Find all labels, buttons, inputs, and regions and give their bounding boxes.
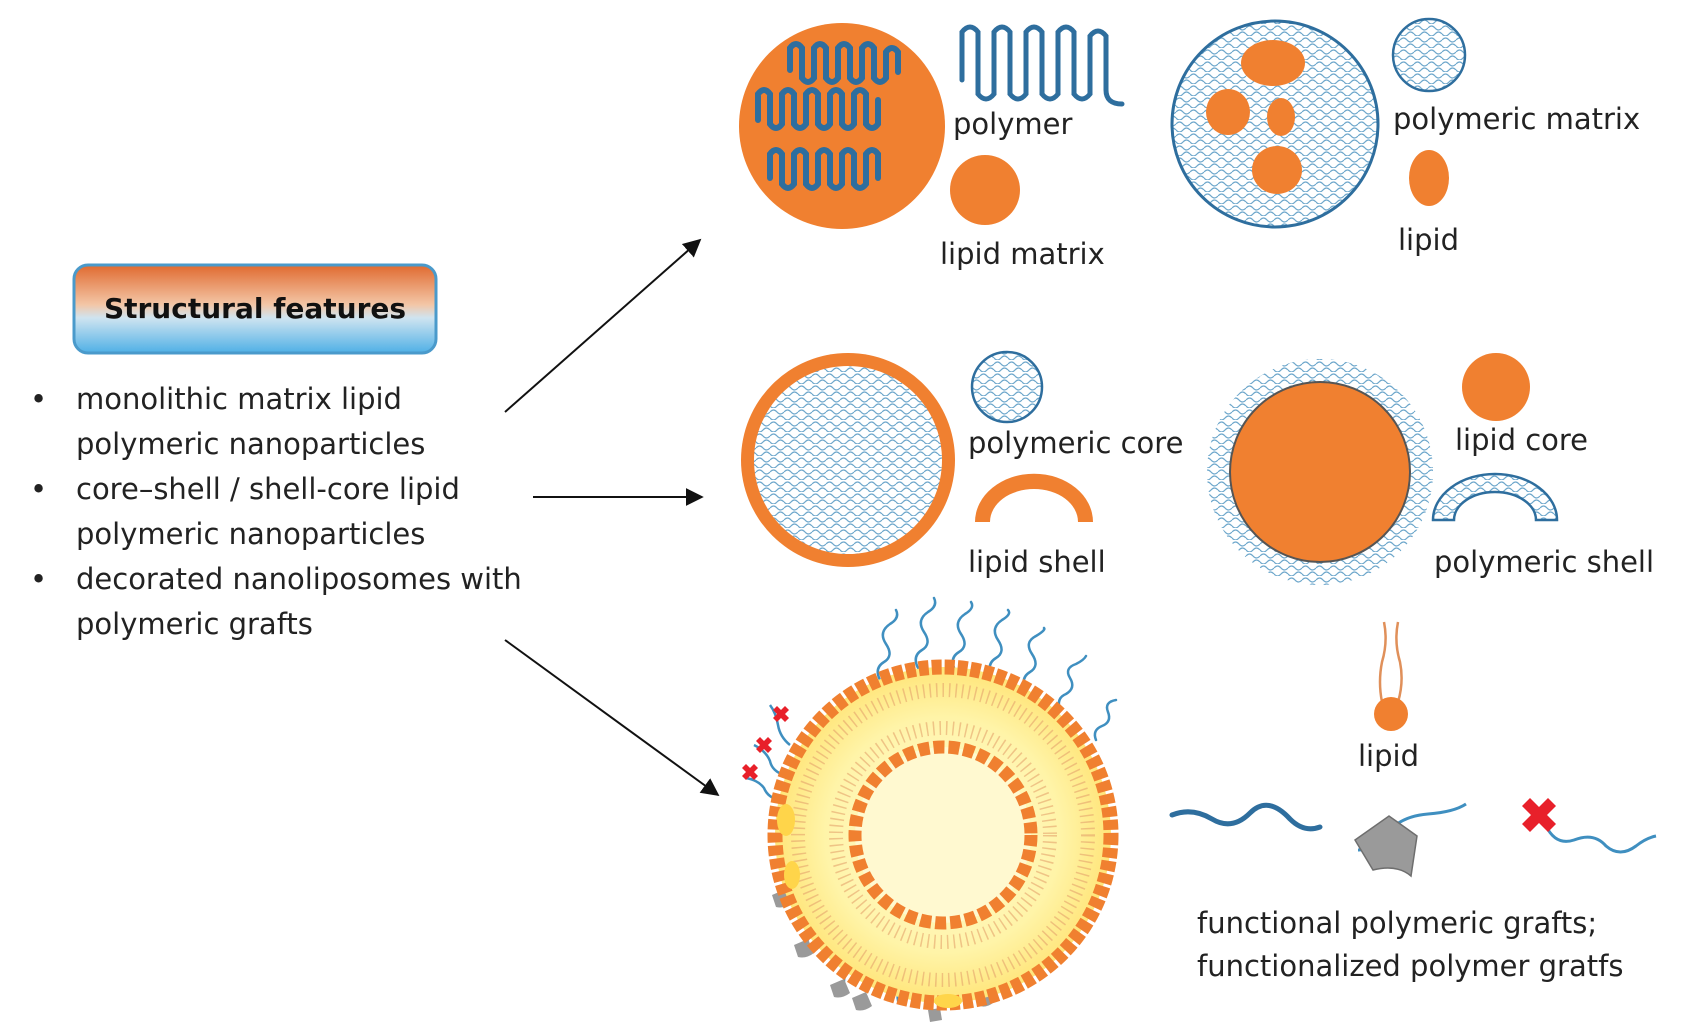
label-lipid-core: lipid core — [1455, 423, 1588, 457]
title-box-background — [72, 263, 438, 355]
bullet-glyph: • — [30, 562, 47, 596]
polymer-graft — [988, 608, 1011, 678]
polymer-graft — [1022, 626, 1046, 692]
polymeric-shell-icon — [1431, 472, 1559, 522]
lipid-domain — [1252, 146, 1302, 194]
red-cross-ligand-icon — [1522, 798, 1556, 832]
inner-lipid-headgroups — [848, 740, 1038, 930]
lipid-matrix-particle — [739, 23, 945, 229]
lipid-domain — [1267, 98, 1295, 136]
label-lipid-2: lipid — [1358, 739, 1419, 773]
polymer-chain — [787, 41, 901, 85]
aqueous-core — [855, 747, 1031, 923]
arrow-to-matrix — [504, 238, 702, 413]
bullet-2-line-2: polymeric nanoparticles — [76, 517, 425, 551]
polymer-grafts — [876, 596, 1118, 742]
polymeric-core-fill — [754, 366, 942, 554]
polymer-graft — [876, 608, 899, 682]
polymer-chain — [767, 147, 881, 191]
yellow-domain — [784, 861, 800, 889]
gray-anchor-icon — [1353, 815, 1418, 878]
polymer-graft — [951, 600, 974, 672]
decorated-nanoliposome — [742, 596, 1119, 1022]
lipid-headgroup — [1374, 697, 1408, 731]
title-text: Structural features — [104, 292, 406, 325]
lipid-tail — [1378, 621, 1387, 703]
anchored-graft-icon — [1353, 802, 1467, 878]
gray-anchor — [928, 1008, 942, 1022]
gray-anchor — [794, 939, 814, 958]
polymer-chain — [755, 87, 881, 131]
lipid-domain — [1206, 89, 1250, 135]
title-box: Structural features — [72, 263, 438, 355]
bullet-1-line-2: polymeric nanoparticles — [76, 427, 425, 461]
lipid-tail — [1395, 621, 1403, 703]
lipid-matrix-icon — [950, 155, 1020, 225]
lipid-tails — [829, 721, 1057, 949]
label-polymeric-matrix: polymeric matrix — [1393, 102, 1640, 136]
ligand-graft-icon — [1522, 798, 1657, 854]
label-grafts-line-2: functionalized polymer gratfs — [1197, 949, 1623, 983]
lipid-core-polymeric-shell-particle — [1207, 359, 1433, 585]
polymer-icon — [959, 24, 1125, 107]
lipid-core-icon — [1462, 353, 1530, 421]
polymeric-matrix-particle — [1170, 19, 1380, 229]
label-polymer: polymer — [953, 107, 1072, 141]
red-cross-ligand — [742, 764, 758, 780]
yellow-domain — [934, 994, 962, 1008]
single-lipid-icon — [1374, 621, 1408, 731]
bullet-list: • monolithic matrix lipid polymeric nano… — [30, 382, 522, 641]
polymeric-core-icon — [970, 350, 1044, 424]
label-polymeric-core: polymeric core — [968, 426, 1183, 460]
bullet-3-line-2: polymeric grafts — [76, 607, 313, 641]
label-lipid-matrix: lipid matrix — [940, 237, 1105, 271]
polymer-graft — [1093, 698, 1118, 742]
red-cross-ligand — [773, 706, 789, 722]
gray-anchor — [852, 992, 872, 1011]
bullet-glyph: • — [30, 472, 47, 506]
red-ligands — [742, 706, 789, 780]
polymeric-matrix-icon — [1391, 17, 1467, 93]
label-lipid-shell: lipid shell — [968, 545, 1106, 579]
label-grafts-line-1: functional polymeric grafts; — [1197, 906, 1597, 940]
polymeric-graft-icon — [1169, 802, 1323, 832]
lipid-domain — [1241, 40, 1305, 86]
bullet-1-line-1: monolithic matrix lipid — [76, 382, 402, 416]
polymer-graft — [914, 596, 937, 670]
lipid-core-fill — [1229, 381, 1411, 563]
lipid-icon — [1409, 150, 1449, 206]
polymeric-core-lipid-shell-particle — [741, 353, 955, 567]
yellow-domain — [777, 804, 795, 836]
lipid-tails — [791, 683, 1095, 987]
gray-anchor — [830, 979, 850, 998]
bullet-2-line-1: core–shell / shell-core lipid — [76, 472, 460, 506]
label-polymeric-shell: polymeric shell — [1434, 545, 1654, 579]
polymer-graft — [1057, 654, 1088, 712]
ligand-graft-chain — [1544, 825, 1657, 854]
bullet-3-line-1: decorated nanoliposomes with — [76, 562, 522, 596]
label-lipid-1: lipid — [1398, 223, 1459, 257]
red-cross-ligand — [756, 737, 772, 753]
bullet-glyph: • — [30, 382, 47, 416]
lipid-shell-icon — [975, 473, 1093, 522]
arrow-to-liposome — [504, 639, 720, 797]
